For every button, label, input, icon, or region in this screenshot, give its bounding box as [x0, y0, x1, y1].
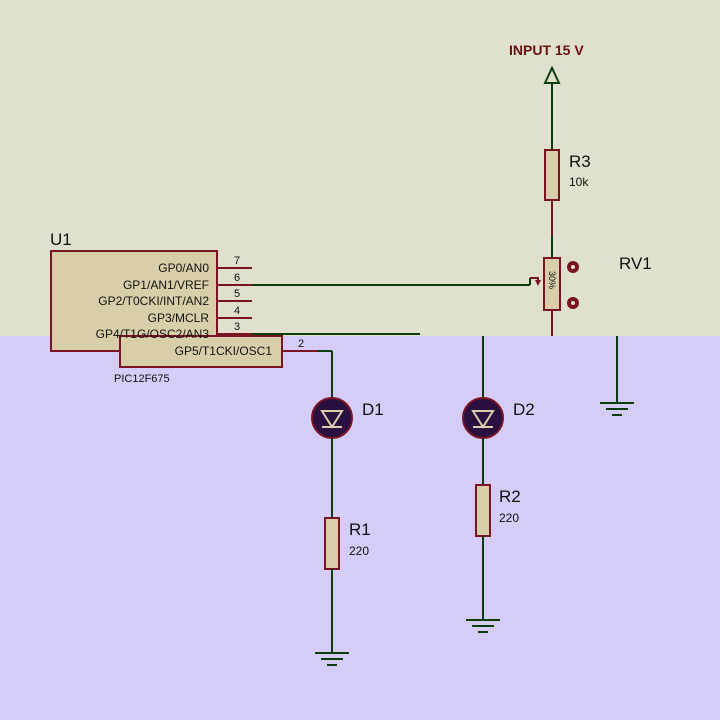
r1-ref-label: R1	[349, 520, 371, 539]
ground-r2	[466, 619, 500, 633]
led-d2[interactable]	[462, 397, 504, 485]
r2-value-label: 220	[499, 511, 519, 525]
sheet-lower-left	[0, 350, 120, 370]
u1-pin-num-7: 7	[234, 255, 240, 267]
u1-pin-name-gp0: GP0/AN0	[158, 261, 209, 275]
d2-ref-label: D2	[513, 400, 535, 419]
u1-pin-num-5: 5	[234, 288, 240, 300]
u1-pin-num-6: 6	[234, 272, 240, 284]
u1-pin-stubs	[217, 267, 318, 352]
u1-ref-label: U1	[50, 230, 72, 249]
u1-body-lower[interactable]	[119, 335, 283, 368]
r3-value-label: 10k	[569, 175, 589, 189]
rv1-ref-label: RV1	[619, 254, 652, 273]
r3-ref-label: R3	[569, 152, 591, 171]
rv1-percent-label: 30%	[547, 271, 557, 289]
ground-r1	[315, 652, 349, 666]
resistor-r2[interactable]	[475, 484, 491, 619]
u1-pin-name-gp3: GP3/MCLR	[148, 311, 210, 325]
r1-value-label: 220	[349, 544, 369, 558]
resistor-r3[interactable]	[544, 149, 560, 258]
u1-pin-num-2: 2	[298, 338, 304, 350]
u1-pin-name-gp4: GP4/T1G/OSC2/AN3	[96, 327, 210, 341]
ground-rv1	[600, 336, 634, 416]
u1-pin-name-gp5: GP5/T1CKI/OSC1	[175, 344, 273, 358]
potentiometer-rv1[interactable]	[530, 257, 579, 336]
power-input-label: INPUT 15 V	[509, 42, 584, 58]
u1-pin-num-4: 4	[234, 305, 240, 317]
u1-body-upper[interactable]	[50, 250, 218, 352]
u1-part-label: PIC12F675	[114, 373, 170, 385]
u1-pin-num-3: 3	[234, 321, 240, 333]
d1-ref-label: D1	[362, 400, 384, 419]
r2-ref-label: R2	[499, 487, 521, 506]
u1-pin-name-gp1: GP1/AN1/VREF	[123, 278, 209, 292]
power-terminal[interactable]	[543, 65, 561, 150]
led-d1[interactable]	[311, 397, 353, 518]
resistor-r1[interactable]	[324, 517, 340, 652]
sheet-lower	[0, 336, 720, 720]
u1-pin-name-gp2: GP2/T0CKI/INT/AN2	[98, 294, 209, 308]
